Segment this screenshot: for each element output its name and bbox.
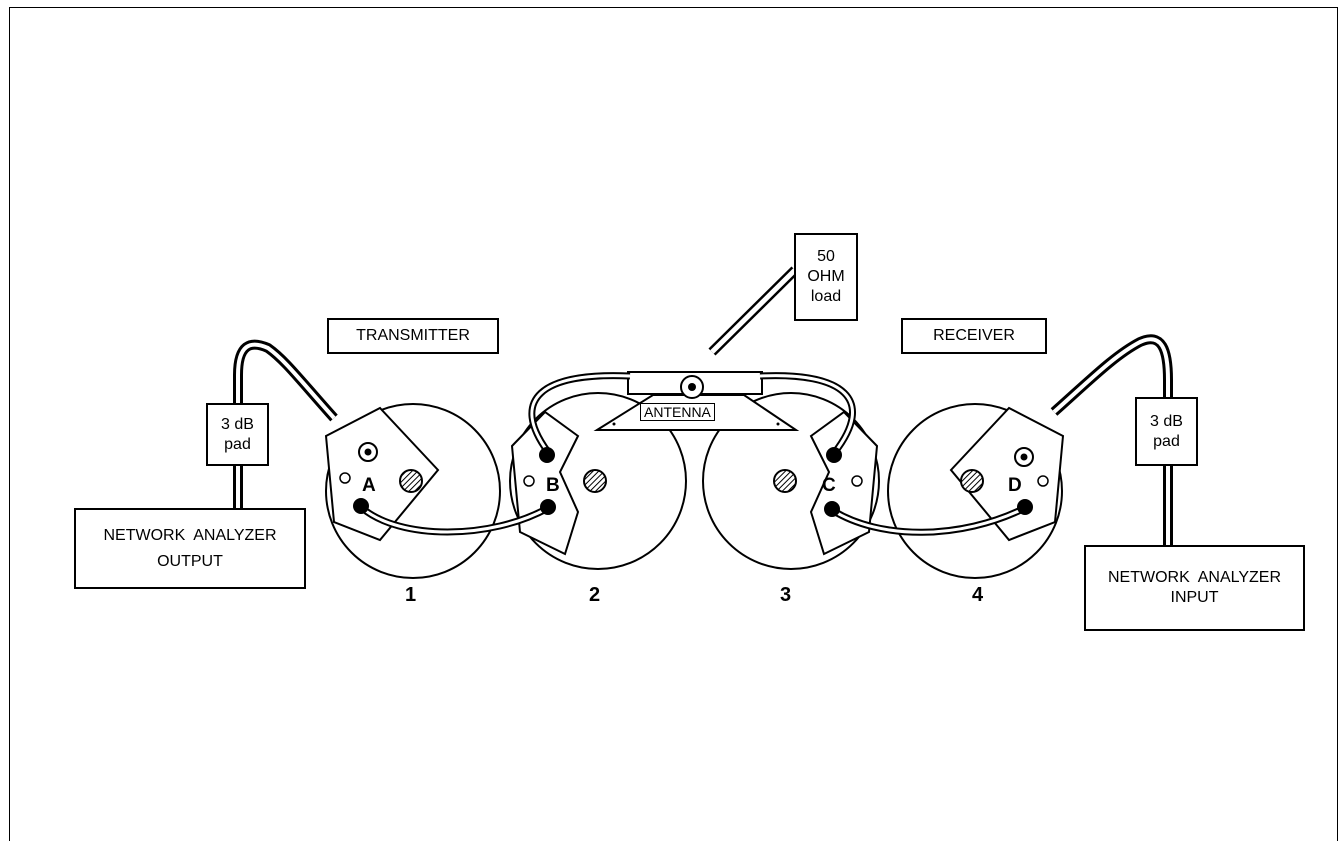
analyzer-input-line1: NETWORK ANALYZER xyxy=(1107,569,1282,586)
network-analyzer-output: NETWORK ANALYZER OUTPUT xyxy=(74,508,306,589)
hub-3 xyxy=(773,469,797,493)
unit-number-3: 3 xyxy=(780,584,792,606)
connector-c-bottom xyxy=(824,501,840,517)
pad-right-line2: pad xyxy=(1153,432,1180,450)
screw-2 xyxy=(523,475,535,487)
load-line1: 50 xyxy=(817,248,835,265)
transmitter-text: TRANSMITTER xyxy=(356,327,470,344)
pad-left-line2: pad xyxy=(224,435,251,453)
port-c-label: C xyxy=(822,475,836,496)
connector-a-bottom xyxy=(353,498,369,514)
unit-plate-4 xyxy=(949,406,1065,542)
port-d-label: D xyxy=(1008,475,1022,496)
screw-3 xyxy=(851,475,863,487)
connector-ring-4 xyxy=(1014,447,1034,467)
analyzer-output-line1: NETWORK ANALYZER xyxy=(103,526,277,544)
pad-right: 3 dB pad xyxy=(1135,397,1198,466)
connector-d-bottom xyxy=(1017,499,1033,515)
pad-right-line1: 3 dB xyxy=(1150,412,1183,430)
antenna-label: ANTENNA xyxy=(640,403,715,421)
hub-2 xyxy=(583,469,607,493)
analyzer-input-line2: INPUT xyxy=(1170,589,1219,606)
load-label: 50 OHM load xyxy=(794,233,858,321)
receiver-label: RECEIVER xyxy=(901,318,1047,354)
connector-c-top xyxy=(826,447,842,463)
connector-b-bottom xyxy=(540,499,556,515)
transmitter-label: TRANSMITTER xyxy=(327,318,499,354)
port-a-label: A xyxy=(362,475,376,496)
hub-1 xyxy=(399,469,423,493)
load-line2: OHM xyxy=(807,268,845,285)
pad-left: 3 dB pad xyxy=(206,403,269,466)
unit-plate-3 xyxy=(809,410,879,556)
analyzer-output-line2: OUTPUT xyxy=(157,552,223,570)
unit-number-4: 4 xyxy=(972,584,984,606)
connector-ring-1 xyxy=(358,442,378,462)
pad-left-line1: 3 dB xyxy=(221,415,254,433)
network-analyzer-input: NETWORK ANALYZER INPUT xyxy=(1084,545,1305,631)
connector-b-top xyxy=(539,447,555,463)
hub-4 xyxy=(960,469,984,493)
load-line3: load xyxy=(810,288,842,305)
receiver-text: RECEIVER xyxy=(933,327,1015,344)
unit-number-1: 1 xyxy=(405,584,417,606)
screw-1 xyxy=(339,472,351,484)
antenna-connector-icon xyxy=(680,375,704,399)
screw-4 xyxy=(1037,475,1049,487)
unit-number-2: 2 xyxy=(589,584,601,606)
port-b-label: B xyxy=(546,475,560,496)
diagram-frame xyxy=(9,7,1338,841)
